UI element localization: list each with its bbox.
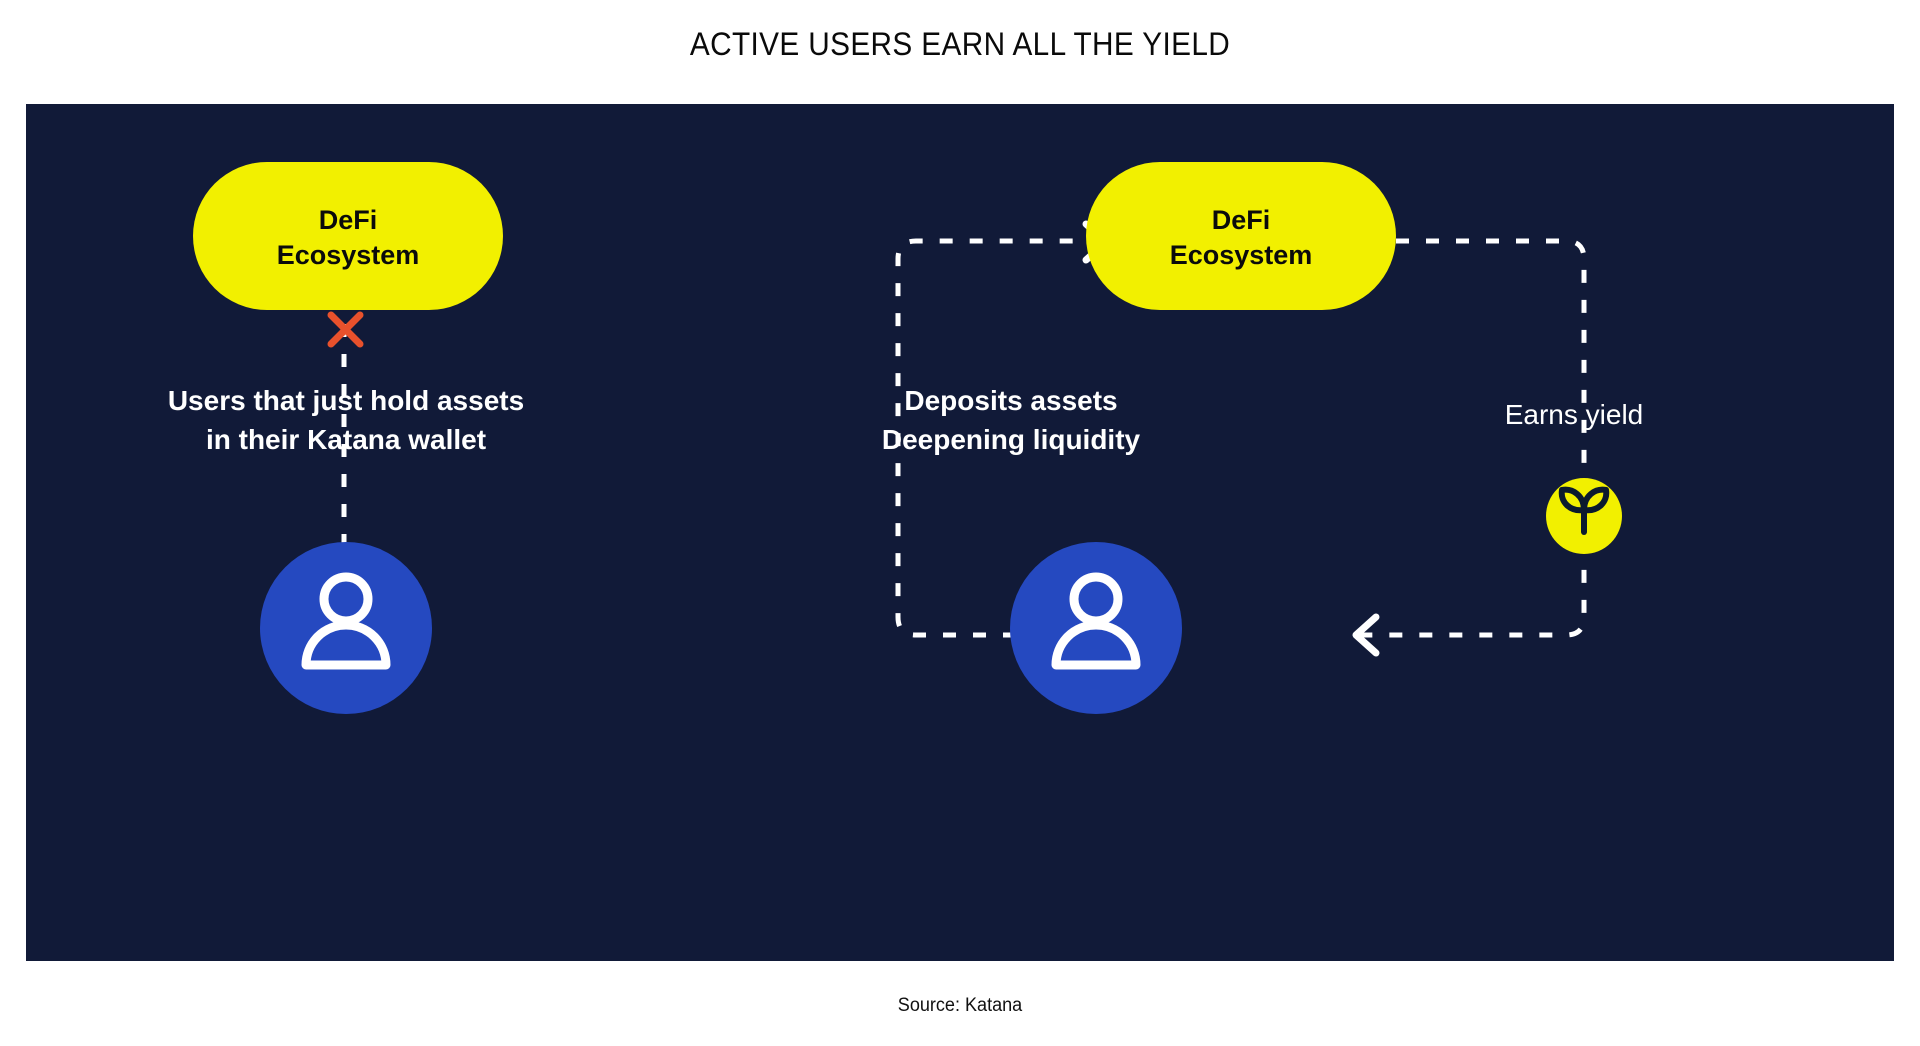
defi-ecosystem-pill-right[interactable] — [1086, 162, 1396, 310]
deposit-flow-path — [895, 238, 1086, 638]
defi-pill-right-line2: Ecosystem — [1170, 240, 1313, 270]
yield-badge[interactable] — [1546, 478, 1622, 554]
person-icon-left — [301, 572, 391, 670]
deposit-caption-line1: Deposits assets — [904, 385, 1117, 416]
passive-caption-line2: in their Katana wallet — [206, 424, 486, 455]
passive-user-group: DeFi Ecosystem Users that just hold asse… — [168, 162, 524, 714]
sprout-icon — [1558, 486, 1610, 535]
source-caption: Source: Katana — [897, 995, 1023, 1016]
page-title: ACTIVE USERS EARN ALL THE YIELD — [689, 26, 1231, 62]
earns-yield-caption: Earns yield — [1505, 399, 1644, 430]
x-mark-icon — [327, 311, 364, 348]
deposit-caption-line2: Deepening liquidity — [882, 424, 1141, 455]
user-avatar-right[interactable] — [1010, 542, 1182, 714]
yield-flow-path — [1336, 238, 1587, 638]
active-user-group: DeFi Ecosystem Deposits assets Deepening… — [882, 162, 1643, 714]
user-avatar-left[interactable] — [260, 542, 432, 714]
defi-pill-left-line2: Ecosystem — [277, 240, 420, 270]
yield-arrowhead-icon — [1352, 613, 1380, 657]
defi-pill-left-line1: DeFi — [319, 205, 378, 235]
diagram-svg: DeFi Ecosystem Users that just hold asse… — [168, 162, 1643, 714]
person-icon-right — [1051, 572, 1141, 670]
defi-pill-right-line1: DeFi — [1212, 205, 1271, 235]
passive-caption-line1: Users that just hold assets — [168, 385, 524, 416]
defi-ecosystem-pill-left[interactable] — [193, 162, 503, 310]
diagram-panel: DeFi Ecosystem Users that just hold asse… — [26, 104, 1894, 961]
